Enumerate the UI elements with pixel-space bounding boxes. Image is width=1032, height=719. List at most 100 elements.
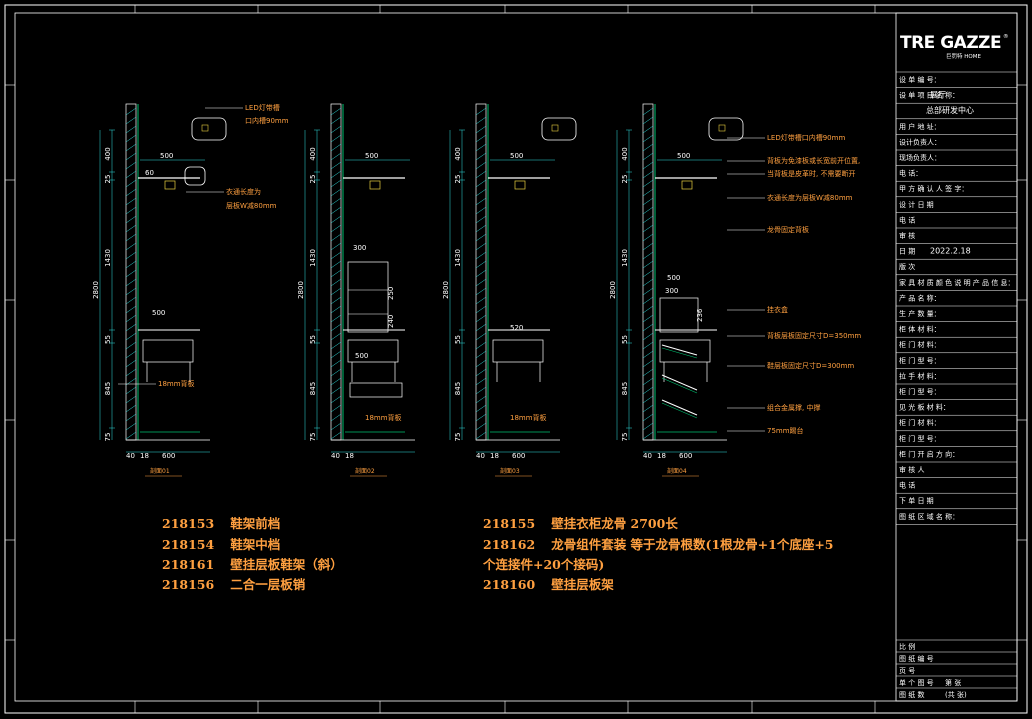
title-block-label: 柜 门 型 号： bbox=[899, 434, 941, 443]
annotation: 挂衣盒 bbox=[767, 305, 788, 314]
wall-hatch bbox=[475, 350, 487, 359]
wall-hatch bbox=[642, 161, 654, 170]
dim-label: 500 bbox=[510, 152, 523, 160]
wall-hatch bbox=[330, 125, 342, 134]
dim-label: 1430 bbox=[454, 249, 462, 267]
wall-hatch bbox=[642, 116, 654, 125]
dim-label: 25 bbox=[104, 175, 112, 184]
title-block-value: 第 张 bbox=[945, 678, 961, 687]
dim-label: 500 bbox=[365, 152, 378, 160]
wall-hatch bbox=[642, 395, 654, 404]
wall-hatch bbox=[475, 197, 487, 206]
wall-hatch bbox=[125, 224, 137, 233]
title-block-value: 总部研发中心 bbox=[926, 105, 974, 115]
shoe-rack bbox=[347, 339, 399, 363]
wall-hatch bbox=[125, 179, 137, 188]
wall-hatch bbox=[642, 269, 654, 278]
cubby bbox=[347, 261, 389, 333]
wall-hatch bbox=[642, 152, 654, 161]
title-block-label: 电 话 bbox=[899, 215, 915, 224]
title-block-label: 设 单 项 目 名 称： bbox=[899, 91, 959, 100]
dim-label: 40 bbox=[476, 452, 485, 460]
legend-right-3: 个连接件+20个接码) bbox=[482, 557, 604, 572]
wall-hatch bbox=[475, 152, 487, 161]
wall-hatch bbox=[475, 224, 487, 233]
wall-hatch bbox=[642, 278, 654, 287]
dim-label: 300 bbox=[353, 244, 366, 252]
wall-hatch bbox=[642, 422, 654, 431]
wall-hatch bbox=[125, 125, 137, 134]
brand-registered: ® bbox=[1003, 33, 1009, 40]
title-block-label: 设 计 日 期 bbox=[899, 200, 934, 209]
led-profile bbox=[551, 124, 559, 132]
annotation: LED灯带槽 bbox=[245, 103, 280, 112]
slanted-shoe-shelf-rail bbox=[661, 377, 698, 394]
annotation: 龙骨固定背板 bbox=[767, 225, 809, 234]
frame-grid-ticks bbox=[5, 5, 1027, 713]
wall-hatch bbox=[475, 143, 487, 152]
wall-hatch bbox=[642, 134, 654, 143]
wall-hatch bbox=[642, 296, 654, 305]
wall-hatch bbox=[642, 368, 654, 377]
wall-hatch bbox=[475, 170, 487, 179]
wall-hatch bbox=[475, 422, 487, 431]
title-block-label: 图 纸 编 号 bbox=[899, 654, 934, 663]
wall-hatch bbox=[475, 278, 487, 287]
wall-hatch bbox=[330, 305, 342, 314]
dim-label: 18 bbox=[657, 452, 666, 460]
wall-hatch bbox=[125, 107, 137, 116]
dim-label: 55 bbox=[454, 335, 462, 344]
wall-hatch bbox=[642, 413, 654, 422]
dim-label: 18 bbox=[490, 452, 499, 460]
dim-label: 1430 bbox=[621, 249, 629, 267]
annotation: 口内槽90mm bbox=[245, 116, 289, 125]
led-detail-circle bbox=[541, 117, 577, 141]
wall-hatch bbox=[330, 215, 342, 224]
wall-hatch bbox=[330, 179, 342, 188]
wall-hatch bbox=[475, 107, 487, 116]
dim-label: 75 bbox=[454, 433, 462, 442]
title-block-label: 柜 门 型 号： bbox=[899, 356, 941, 365]
slanted-shoe-shelf bbox=[661, 374, 698, 391]
wall-hatch bbox=[475, 359, 487, 368]
wall-hatch bbox=[642, 107, 654, 116]
wall-hatch bbox=[475, 134, 487, 143]
wall-hatch bbox=[330, 368, 342, 377]
wall-hatch bbox=[475, 116, 487, 125]
dim-label: 600 bbox=[512, 452, 525, 460]
title-block-label: 页 号 bbox=[899, 667, 915, 675]
wall-hatch bbox=[642, 404, 654, 413]
wall-hatch bbox=[330, 386, 342, 395]
wall-hatch bbox=[125, 152, 137, 161]
wall-hatch bbox=[475, 404, 487, 413]
title-block-value: (共 张) bbox=[945, 690, 967, 699]
dim-label: 55 bbox=[621, 335, 629, 344]
wall-hatch bbox=[125, 287, 137, 296]
title-block-label: 单 个 图 号 bbox=[899, 678, 934, 687]
annotation: 衣通长度为层板W减80mm bbox=[767, 193, 853, 202]
title-block-label: 审 核 bbox=[899, 231, 915, 240]
wall-hatch bbox=[125, 341, 137, 350]
brand-logo: TRE GAZZE bbox=[900, 33, 1001, 53]
slanted-shoe-shelf bbox=[661, 344, 698, 356]
wall-hatch bbox=[330, 350, 342, 359]
dim-label: 400 bbox=[454, 147, 462, 160]
title-block-label: 柜 体 材 料： bbox=[899, 325, 941, 334]
wall-hatch bbox=[475, 314, 487, 323]
slanted-shoe-shelf-rail bbox=[661, 402, 698, 419]
wall-hatch bbox=[475, 215, 487, 224]
dim-label: 55 bbox=[309, 335, 317, 344]
wall-hatch bbox=[330, 296, 342, 305]
dim-label: 236 bbox=[696, 308, 704, 322]
wall-hatch bbox=[475, 260, 487, 269]
dim-label: 400 bbox=[621, 147, 629, 160]
wall-hatch bbox=[642, 179, 654, 188]
outer-frame bbox=[4, 4, 1028, 714]
wall-hatch bbox=[475, 305, 487, 314]
wall-hatch bbox=[330, 260, 342, 269]
